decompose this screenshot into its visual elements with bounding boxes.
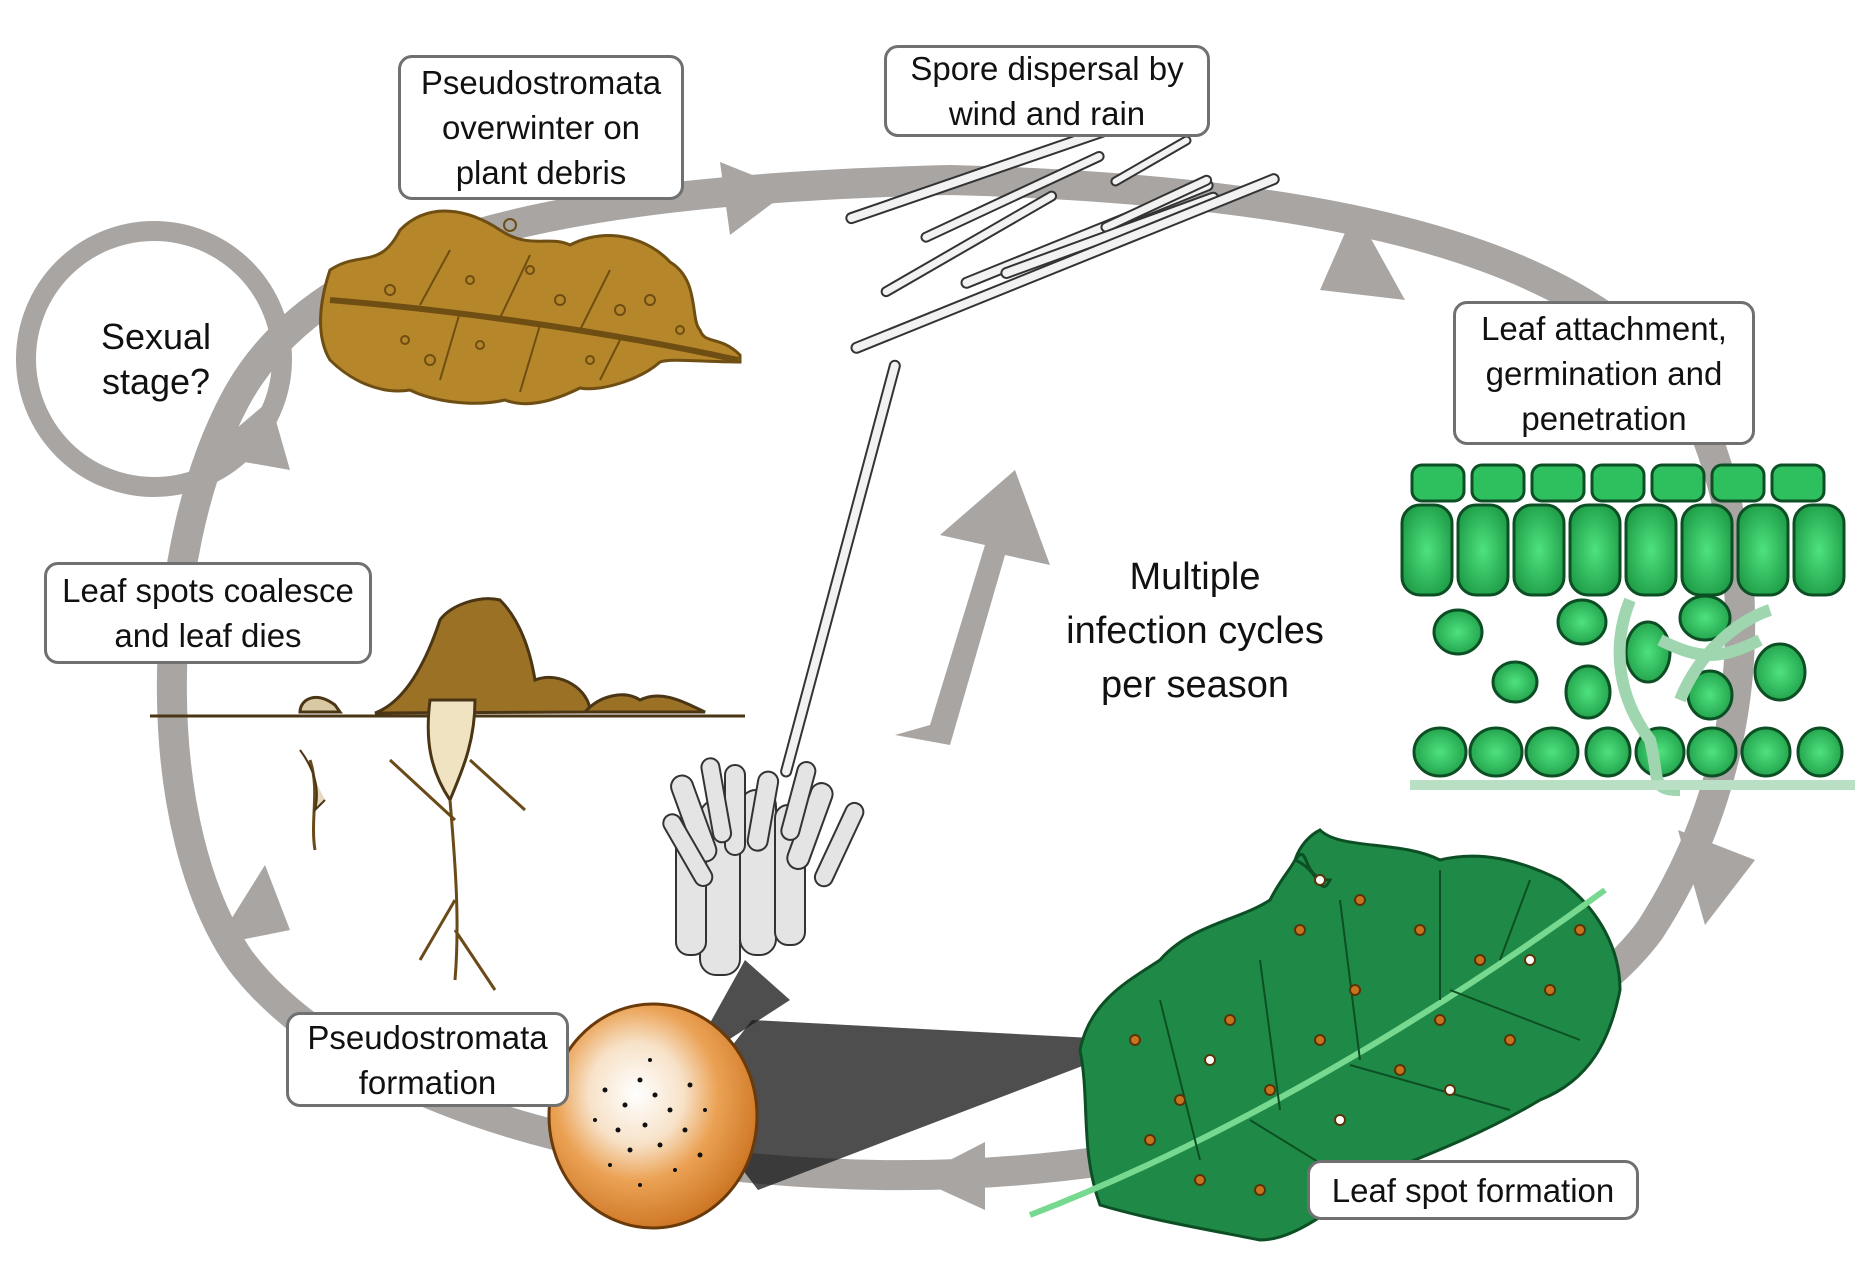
spores-illustration [780,120,1280,778]
cycle-arrowhead-upper-right [1320,210,1405,300]
label-sexual-stage: Sexual stage? [100,316,212,402]
cycle-arrowhead-top [720,162,790,235]
secondary-cycle-arrow [895,470,1050,745]
conidiophore-illustration [662,757,865,976]
label-spore-dispersal: Spore dispersal by wind and rain [884,45,1210,137]
cycle-arrowhead-lower-left [215,865,290,945]
healthy-leaf-illustration [1028,828,1622,1242]
label-overwinter: Pseudostromata overwinter on plant debri… [398,55,684,200]
pseudostroma-illustration [547,1002,759,1230]
dead-leaf-illustration [319,209,742,406]
cycle-arrowhead-bottom [915,1142,985,1210]
cycle-arrowhead-right [1678,830,1755,925]
leaf-tissue-cross-section [1400,463,1855,796]
sexual-stage-loop [16,221,292,497]
label-leaf-spots-coalesce: Leaf spots coalesce and leaf dies [44,562,372,664]
zoom-beam-spot [690,1020,1132,1190]
label-leaf-spot-formation: Leaf spot formation [1307,1160,1639,1220]
center-multiple-infection-text: Multiple infection cycles per season [1066,556,1324,706]
cycle-arrow-loop [156,162,1756,1210]
dying-beet-plant-illustration [150,597,745,991]
label-leaf-attachment: Leaf attachment, germination and penetra… [1453,301,1755,445]
label-pseudostromata-formation: Pseudostromata formation [286,1012,569,1107]
